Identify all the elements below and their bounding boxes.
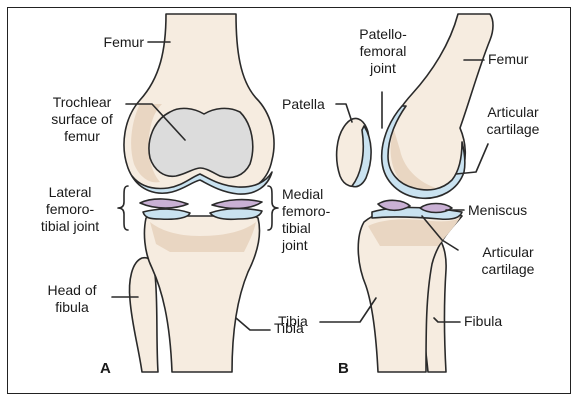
label-b-articular-cartilage-bottom: Articular cartilage — [481, 244, 535, 277]
a-meniscus-lateral — [139, 198, 189, 209]
a-tibia-cartilage-medial — [209, 207, 263, 221]
label-a-tibia: Tibia — [274, 320, 304, 336]
b-femur-shading — [390, 130, 444, 192]
b-meniscus-anterior — [419, 202, 453, 214]
a-trochlea — [148, 107, 254, 179]
label-b-femur: Femur — [488, 51, 529, 67]
label-a-trochlear-surface: Trochlear surface of femur — [51, 94, 113, 144]
label-b-tibia: Tibia — [278, 313, 308, 329]
figure-border — [7, 7, 571, 394]
a-leader-tibia — [235, 317, 271, 331]
b-tibia-shading — [368, 218, 460, 246]
label-a-head-of-fibula: Head of fibula — [47, 282, 97, 315]
b-patella-cartilage — [351, 125, 372, 188]
a-meniscus-medial — [211, 198, 263, 210]
b-femur-cartilage — [380, 105, 466, 199]
label-a-femur: Femur — [103, 34, 144, 50]
a-tibia-cartilage-lateral — [142, 208, 191, 221]
b-leader-tibia — [319, 297, 377, 323]
a-tibia-shading — [150, 222, 256, 252]
label-a-medial-joint: Medial femoro- tibial joint — [282, 186, 331, 253]
a-fibula-bone — [128, 256, 159, 373]
a-brace-lateral — [117, 185, 129, 231]
label-b-patella: Patella — [282, 96, 325, 112]
a-leader-trochlear — [125, 103, 186, 141]
label-a-lateral-joint: Lateral femoro- tibial joint — [40, 184, 100, 234]
b-leader-patella — [335, 103, 353, 123]
label-b-patellofemoral-joint: Patello- femoral joint — [359, 26, 407, 76]
label-b-fibula: Fibula — [464, 313, 503, 329]
a-femur-shading — [131, 104, 162, 183]
panel-letter-b: B — [338, 360, 349, 377]
b-leader-articular-bottom — [421, 215, 459, 251]
b-meniscus-posterior — [377, 199, 411, 212]
label-b-articular-cartilage-top: Articular cartilage — [486, 104, 540, 137]
b-leader-fibula — [433, 317, 461, 323]
a-brace-medial — [267, 185, 279, 231]
b-leader-articular-top — [455, 143, 489, 175]
panel-letter-a: A — [100, 360, 111, 377]
a-femur-cartilage — [131, 171, 273, 195]
label-b-meniscus: Meniscus — [468, 202, 528, 218]
